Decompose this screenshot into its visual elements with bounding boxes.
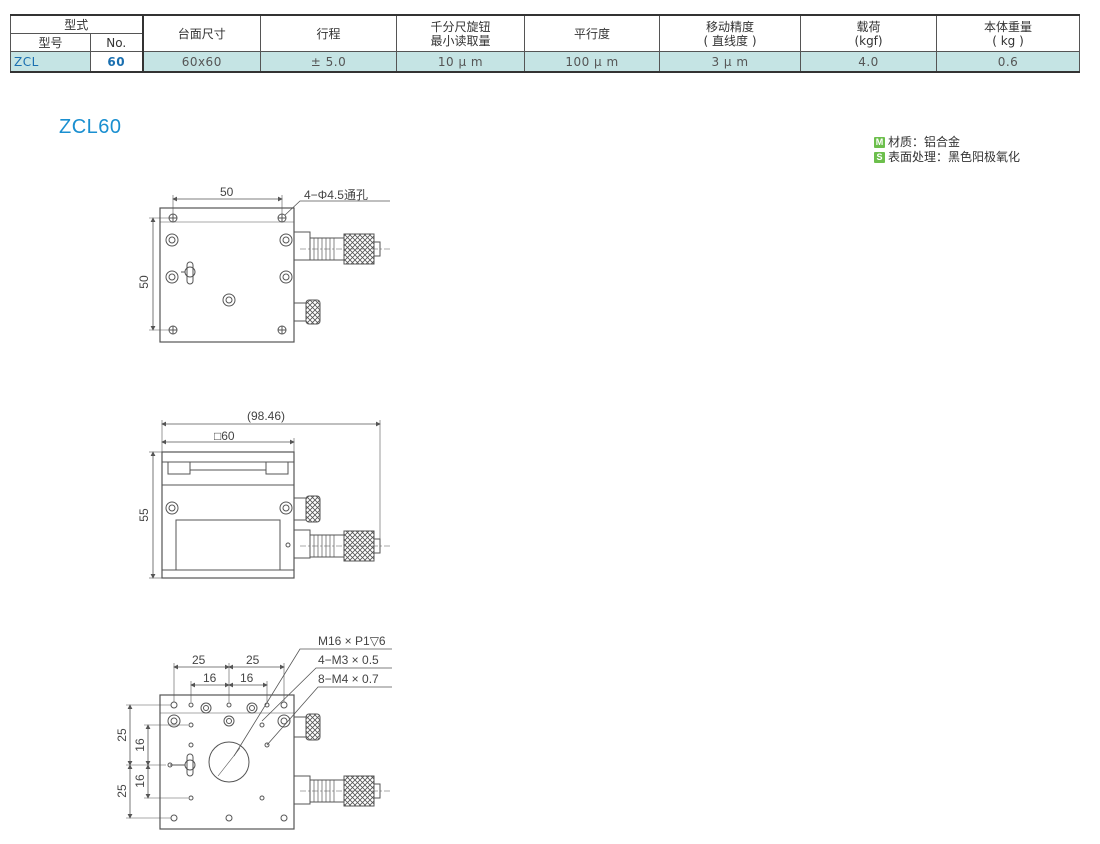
dim-bottom-v16-bottom: 16 (133, 774, 147, 788)
header-weight-line1: 本体重量 (984, 19, 1033, 34)
tap-callout-m16: M16 × P1▽6 (318, 634, 386, 648)
dim-bottom-25-left: 25 (192, 653, 206, 667)
header-accuracy: 移动精度 ( 直线度 ) (659, 14, 802, 52)
micrometer-icon (293, 231, 392, 265)
cell-accuracy: 3 μ m (659, 51, 802, 73)
header-model: 型号 (10, 33, 91, 52)
header-type-group: 型式 (9, 14, 144, 34)
dim-bottom-16-left: 16 (203, 671, 217, 685)
screw-icon (165, 501, 293, 515)
material-badge-icon: M (874, 137, 885, 148)
cell-micrometer: 10 μ m (396, 51, 526, 73)
legend-surface-text: 表面处理：黑色阳极氧化 (888, 150, 1021, 164)
legend-material-text: 材质：铝合金 (888, 135, 961, 149)
header-weight: 本体重量 ( kg ) (936, 14, 1081, 52)
cell-stroke: ± 5.0 (260, 51, 398, 73)
bottom-view (126, 648, 392, 830)
surface-badge-icon: S (874, 152, 885, 163)
cell-no: 60 (89, 51, 144, 73)
header-load-line2: (kgf) (854, 33, 883, 48)
screw-icon (167, 702, 291, 728)
micrometer-icon (293, 775, 392, 807)
cell-table-size: 60x60 (141, 51, 262, 73)
cell-model: ZCL (10, 51, 91, 73)
cell-weight: 0.6 (936, 51, 1081, 73)
hole-callout: 4−Φ4.5通孔 (304, 188, 368, 202)
micrometer-icon (293, 529, 392, 562)
dim-bottom-16-right: 16 (240, 671, 254, 685)
legend-material: M 材质：铝合金 (874, 135, 1020, 150)
adjust-knob-icon (293, 495, 321, 523)
dim-overall-length: (98.46) (247, 409, 285, 423)
dim-top-height: 50 (137, 275, 151, 289)
clamp-lever-icon (167, 753, 196, 777)
cell-parallelism: 100 μ m (524, 51, 661, 73)
adjust-knob-icon (293, 299, 321, 325)
dim-bottom-v16-top: 16 (133, 738, 147, 752)
dim-front-height: 55 (137, 508, 151, 522)
product-title: ZCL60 (59, 116, 122, 138)
cell-load: 4.0 (800, 51, 938, 73)
clamp-lever-icon (181, 261, 196, 285)
dim-top-width: 50 (220, 185, 234, 199)
tap-callout-m4: 8−M4 × 0.7 (318, 672, 379, 686)
pin-icon (285, 542, 291, 548)
header-accuracy-line1: 移动精度 (706, 19, 755, 34)
through-hole-icon (168, 213, 287, 335)
dim-square: □60 (214, 429, 235, 443)
header-weight-line2: ( kg ) (992, 33, 1024, 48)
front-view-body (161, 451, 295, 579)
table-row: ZCL 60 60x60 ± 5.0 10 μ m 100 μ m 3 μ m … (10, 51, 1081, 73)
header-parallelism: 平行度 (524, 14, 661, 52)
legend-surface: S 表面处理：黑色阳极氧化 (874, 150, 1020, 165)
dim-bottom-v25-bottom: 25 (115, 784, 129, 798)
dim-bottom-v25-top: 25 (115, 728, 129, 742)
header-micrometer-line2: 最小读取量 (430, 33, 491, 48)
header-micrometer: 千分尺旋钮 最小读取量 (396, 14, 526, 52)
top-view (149, 195, 392, 343)
tap-hole-icon (170, 701, 288, 822)
adjust-knob-icon (293, 713, 321, 741)
screw-icon (165, 233, 293, 307)
header-load-line1: 载荷 (856, 19, 881, 34)
spec-legend: M 材质：铝合金 S 表面处理：黑色阳极氧化 (874, 135, 1020, 165)
header-stroke: 行程 (260, 14, 398, 52)
header-table-size: 台面尺寸 (141, 14, 262, 52)
header-accuracy-line2: ( 直线度 ) (703, 33, 757, 48)
top-view-body (159, 207, 295, 343)
header-load: 载荷 (kgf) (800, 14, 938, 52)
front-view (149, 420, 392, 579)
center-tap-icon (208, 741, 250, 783)
spec-table: 型式 台面尺寸 行程 千分尺旋钮 最小读取量 平行度 移动精度 ( 直线度 ) … (9, 14, 1081, 73)
dim-bottom-25-right: 25 (246, 653, 260, 667)
header-no: No. (89, 33, 144, 52)
bottom-view-body (159, 694, 295, 830)
header-micrometer-line1: 千分尺旋钮 (430, 19, 491, 34)
tap-callout-m3: 4−M3 × 0.5 (318, 653, 379, 667)
